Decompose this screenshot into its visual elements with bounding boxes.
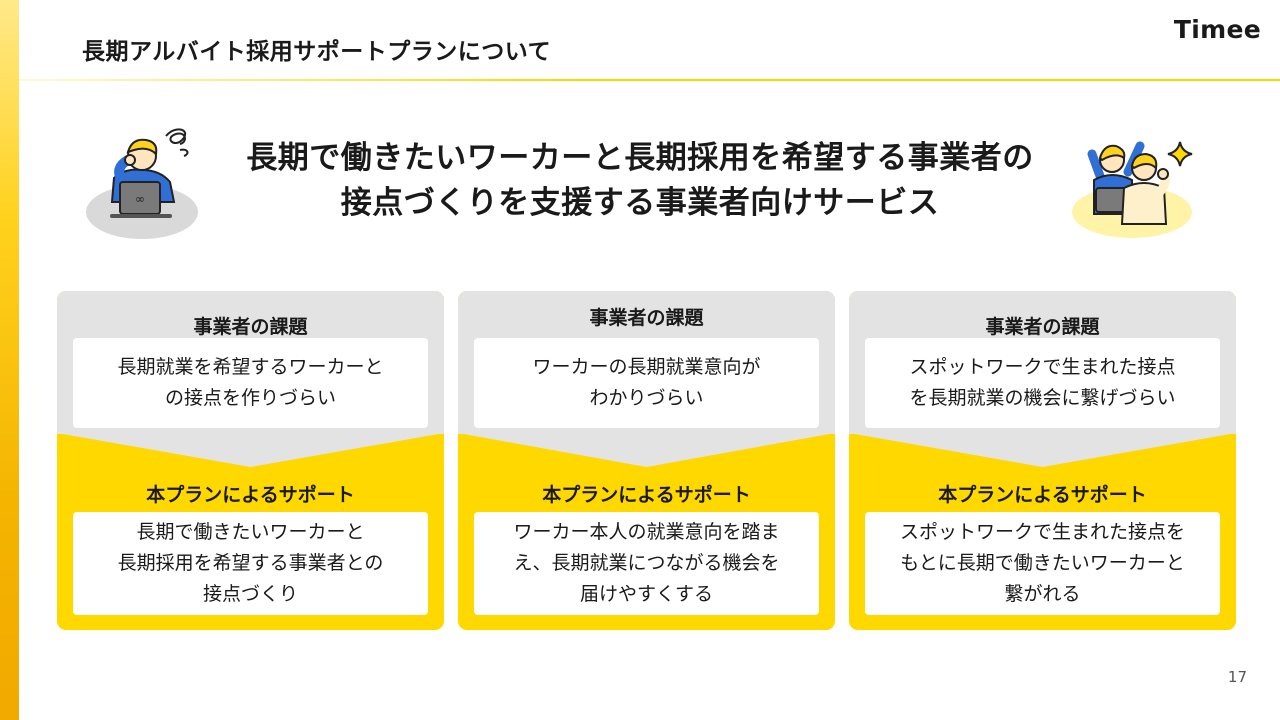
support-label: 本プランによるサポート <box>542 484 751 506</box>
issue-text: ワーカーの長期就業意向が わかりづらい <box>532 356 761 409</box>
support-box: 長期で働きたいワーカーと 長期採用を希望する事業者との 接点づくり <box>73 512 428 615</box>
issue-label: 事業者の課題 <box>589 307 704 329</box>
issue-box: ワーカーの長期就業意向が わかりづらい <box>474 338 819 428</box>
issue-label: 事業者の課題 <box>193 316 308 338</box>
cheering-workers-illustration <box>1070 128 1202 240</box>
issue-box: 長期就業を希望するワーカーと の接点を作りづらい <box>73 338 428 428</box>
svg-text:∞: ∞ <box>135 192 145 206</box>
support-text: 長期で働きたいワーカーと 長期採用を希望する事業者との 接点づくり <box>117 521 384 605</box>
plan-card-3: 事業者の課題 スポットワークで生まれた接点 を長期就業の機会に繋げづらい 本プラ… <box>849 291 1236 630</box>
headline: 長期で働きたいワーカーと長期採用を希望する事業者の 接点づくりを支援する事業者向… <box>220 136 1060 226</box>
page-title: 長期アルバイト採用サポートプランについて <box>82 39 552 65</box>
support-label: 本プランによるサポート <box>938 484 1147 506</box>
support-text: スポットワークで生まれた接点を もとに長期で働きたいワーカーと 繋がれる <box>899 521 1185 605</box>
chevron-divider <box>849 433 1236 467</box>
plan-card-1: 事業者の課題 長期就業を希望するワーカーと の接点を作りづらい 本プランによるサ… <box>57 291 444 630</box>
plan-card-2: 事業者の課題 ワーカーの長期就業意向が わかりづらい 本プランによるサポート ワ… <box>458 291 835 630</box>
chevron-divider <box>57 433 444 467</box>
worried-worker-illustration: ∞ <box>84 120 204 245</box>
headline-line-2: 接点づくりを支援する事業者向けサービス <box>340 185 940 221</box>
title-divider <box>19 79 1280 81</box>
page-number: 17 <box>1227 668 1247 686</box>
issue-box: スポットワークで生まれた接点 を長期就業の機会に繋げづらい <box>865 338 1220 428</box>
headline-line-1: 長期で働きたいワーカーと長期採用を希望する事業者の <box>246 140 1034 176</box>
support-text: ワーカー本人の就業意向を踏ま え、長期就業につながる機会を 届けやすくする <box>513 521 780 605</box>
left-accent-bar <box>0 0 19 720</box>
issue-text: 長期就業を希望するワーカーと の接点を作りづらい <box>117 356 384 409</box>
chevron-divider <box>458 433 835 467</box>
issue-text: スポットワークで生まれた接点 を長期就業の機会に繋げづらい <box>909 356 1176 409</box>
issue-label: 事業者の課題 <box>985 316 1100 338</box>
support-label: 本プランによるサポート <box>146 484 355 506</box>
brand-logo: Timee <box>1173 15 1261 44</box>
support-box: ワーカー本人の就業意向を踏ま え、長期就業につながる機会を 届けやすくする <box>474 512 819 615</box>
support-box: スポットワークで生まれた接点を もとに長期で働きたいワーカーと 繋がれる <box>865 512 1220 615</box>
